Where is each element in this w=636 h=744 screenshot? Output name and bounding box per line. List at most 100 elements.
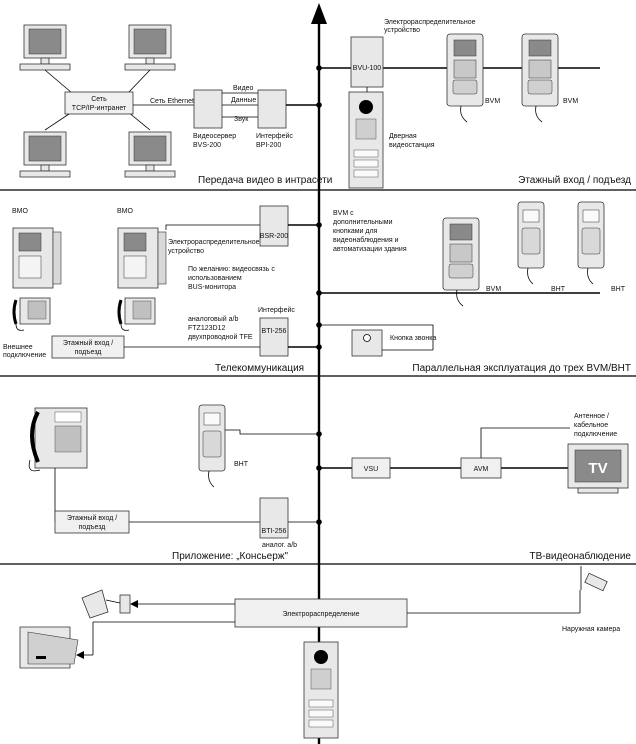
optional-note: использованием: [188, 275, 242, 282]
bvu-device: [350, 36, 384, 88]
section-title: Этажный вход / подъезд: [518, 175, 631, 186]
network-box: [64, 91, 134, 115]
door-station-icon: [303, 641, 339, 739]
videoserver-box: [193, 89, 223, 129]
interface-label: Интерфейс: [256, 132, 293, 140]
tv-label: TV: [588, 460, 607, 477]
optional-note: BUS-монитора: [188, 284, 236, 291]
bht-handset-icon: [198, 404, 226, 488]
monitor-icon: [19, 131, 71, 178]
arrow-left-icon: [76, 651, 84, 659]
bvm-note: BVM с: [333, 210, 354, 217]
ethernet-label: Сеть Ethernet: [150, 98, 194, 105]
bsr-device: [259, 205, 289, 247]
vsu-box: [351, 457, 391, 479]
vsu-label: VSU: [364, 466, 378, 473]
avm-label: AVM: [474, 466, 489, 473]
power-label: Электрораспределительное: [168, 239, 260, 246]
bvm-note: дополнительными: [333, 219, 393, 226]
bmo-label: BMO: [12, 208, 29, 215]
telephone-icon: [12, 296, 52, 332]
bht-label: BHT: [551, 286, 566, 293]
bus-arrow-icon: [311, 3, 327, 24]
bmo-monitor-icon: [117, 227, 167, 289]
analog-note: аналоговый a/b: [188, 315, 238, 323]
bht-label: BHT: [234, 461, 249, 468]
power-label: устройство: [384, 26, 420, 34]
bmo-monitor-icon: [12, 227, 62, 289]
section-title: ТВ-видеонаблюдение: [529, 550, 631, 562]
section-title: Телекоммуникация: [215, 363, 304, 374]
arrow-left-icon: [130, 600, 138, 608]
bvm-note: кнопками для: [333, 228, 378, 235]
bsr-label: BSR-200: [260, 233, 289, 240]
sound-label: Звук: [234, 116, 249, 123]
network-label: TCP/IP-интранет: [72, 105, 127, 112]
bht-handset-icon: [517, 201, 545, 285]
section-power: Электрораспределение Наружная камера: [19, 566, 620, 739]
bti-label: BTI-256: [262, 328, 287, 335]
analog-label: аналог. a/b: [262, 542, 297, 549]
bvu-label: BVU-100: [353, 65, 382, 72]
bvm-monitor-icon: [446, 33, 484, 123]
monitor-icon: [124, 131, 176, 178]
bvm-note: автоматизации здания: [333, 246, 407, 253]
bht-label: BHT: [611, 286, 626, 293]
power-label: устройство: [168, 247, 204, 255]
interface-label: BPI-200: [256, 142, 281, 149]
door-station-icon: [348, 91, 384, 189]
videoserver-label: BVS-200: [193, 142, 221, 149]
camera-icon: [580, 566, 608, 592]
floor-entry-label: подъезд: [75, 349, 102, 356]
bvm-label: BVM: [485, 98, 500, 105]
video-label: Видео: [233, 85, 254, 92]
monitor-icon: [19, 24, 71, 71]
analog-note: двухпроводной TFE: [188, 333, 253, 341]
bvm-note: видеонаблюдения и: [333, 236, 399, 244]
power-distribution-label: Электрораспределение: [282, 611, 359, 618]
monitor-icon: [124, 24, 176, 71]
floor-entry-box: [54, 510, 130, 534]
bvm-monitor-icon: [521, 33, 559, 123]
optional-note: По желанию: видеосвязь с: [188, 266, 275, 273]
antenna-label: подключение: [574, 431, 617, 438]
network-label: Сеть: [91, 96, 107, 103]
bvm-label: BVM: [563, 98, 578, 105]
bht-handset-icon: [577, 201, 605, 285]
lamp-icon: [81, 589, 131, 619]
floor-entry-label: подъезд: [79, 524, 106, 531]
desk-telephone-icon: [28, 407, 88, 472]
videoserver-label: Видеосервер: [193, 133, 236, 140]
bti-device: [259, 317, 289, 357]
telephone-icon: [117, 296, 157, 332]
tv-set-icon: [567, 443, 629, 494]
external-label: Внешнее: [3, 344, 33, 351]
camera-label: Наружная камера: [562, 626, 620, 633]
bvm-label: BVM: [486, 286, 501, 293]
doorbell-label: Кнопка звонка: [390, 335, 437, 342]
section-telecom: BMO BMO Внешнее подключение BSR-200 Элек…: [3, 201, 631, 374]
analog-note: FTZ123D12: [188, 325, 225, 332]
section-intranet: Сеть TCP/IP-интранет Сеть Ethernet Видео…: [19, 19, 631, 189]
antenna-label: кабельное: [574, 421, 608, 429]
data-label: Данные: [231, 97, 256, 104]
bmo-label: BMO: [117, 208, 134, 215]
floor-entry-label: Этажный вход /: [67, 514, 117, 522]
bti-label: BTI-256: [262, 528, 287, 535]
section-concierge-cctv: Этажный вход / подъезд BHT BTI-256 анало…: [28, 404, 631, 562]
section-title: Параллельная эксплуатация до трех BVM/BH…: [412, 363, 631, 374]
section-title: Передача видео в интрасети: [198, 175, 332, 186]
power-label: Электрораспределительное: [384, 19, 476, 26]
section-title: Приложение: „Консьерж": [172, 551, 288, 562]
door-station-label: видеостанция: [389, 142, 435, 149]
interface-label: Интерфейс: [258, 306, 295, 314]
bti-device: [259, 497, 289, 539]
door-opener-icon: [19, 626, 79, 669]
external-label: подключение: [3, 352, 46, 359]
doorbell-device: [351, 329, 383, 357]
power-distribution-box: [234, 598, 408, 628]
interface-bpi-box: [257, 89, 287, 129]
antenna-label: Антенное /: [574, 413, 609, 420]
